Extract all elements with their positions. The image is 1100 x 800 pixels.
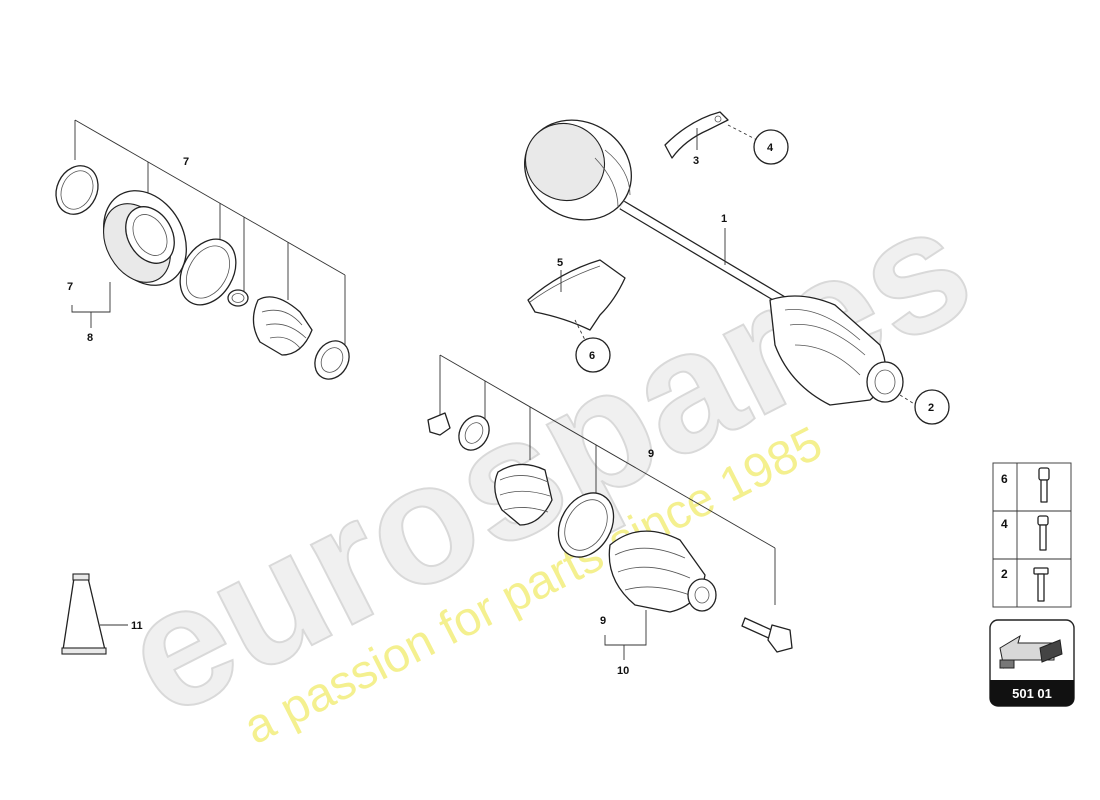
leader-line <box>74 119 346 276</box>
fastener-legend: 6 4 2 <box>992 462 1072 608</box>
drive-shaft: 1 2 <box>524 119 950 425</box>
legend-num: 6 <box>1001 472 1008 486</box>
callout-3: 3 <box>693 155 699 167</box>
gasket <box>179 238 237 306</box>
callout-circle-6 <box>575 337 611 373</box>
gasket-center <box>557 492 615 558</box>
group-code: 501 01 <box>1012 686 1052 701</box>
spline-end <box>866 361 904 403</box>
leader-line <box>439 354 776 549</box>
legend-num: 2 <box>1001 567 1008 581</box>
callout-1: 1 <box>721 213 727 225</box>
bolt <box>741 617 793 653</box>
legend-row-4: 4 <box>1001 515 1049 551</box>
callout-circle-4 <box>753 129 789 165</box>
callout-8: 8 <box>87 332 93 344</box>
callout-11: 11 <box>131 620 143 632</box>
cv-joint-inner <box>608 530 717 613</box>
drive-shaft-cv-bottom <box>769 295 904 406</box>
legend-num: 4 <box>1001 517 1008 531</box>
bracket-8 <box>71 282 111 313</box>
snap-ring-inner <box>60 170 94 210</box>
clamp-inner <box>231 293 245 303</box>
callout-7-top: 7 <box>183 156 189 168</box>
callout-4: 4 <box>767 142 774 154</box>
legend-row-6: 6 <box>1001 467 1050 503</box>
left-assembly: 7 7 8 <box>55 119 350 380</box>
bracket-shape <box>664 111 729 159</box>
bracket-part: 3 4 <box>664 111 789 167</box>
leader-dashed <box>727 124 758 141</box>
callout-10: 10 <box>617 665 629 677</box>
clamp <box>227 289 249 307</box>
leader-dashed <box>899 394 917 406</box>
callout-6: 6 <box>589 350 595 362</box>
callout-9-bottom: 9 <box>600 615 606 627</box>
legend-box <box>992 462 1072 608</box>
shield-shape <box>527 259 626 331</box>
center-assembly: 9 9 10 <box>427 354 793 677</box>
washer-center <box>458 415 490 451</box>
drive-shaft-cv-top <box>524 119 632 221</box>
leader-dashed <box>574 319 586 341</box>
washer-left-inner <box>320 347 344 373</box>
legend-row-2: 2 <box>1001 567 1049 602</box>
bracket-10 <box>604 610 647 646</box>
callout-2: 2 <box>928 402 934 414</box>
group-badge: 501 01 <box>989 619 1075 707</box>
washer-left <box>314 340 350 380</box>
heat-shield: 5 6 <box>527 257 626 373</box>
callout-9-top: 9 <box>648 448 654 460</box>
gasket-inner <box>185 245 231 299</box>
clamp-small <box>427 412 451 436</box>
callout-7-left: 7 <box>67 281 73 293</box>
boot-center <box>494 463 553 526</box>
callout-5: 5 <box>557 257 563 269</box>
grease-tube: 11 <box>61 573 143 655</box>
cv-joint-outer <box>103 190 187 286</box>
snap-ring <box>55 165 99 215</box>
boot-left <box>252 296 313 356</box>
callout-circle-2 <box>914 389 950 425</box>
